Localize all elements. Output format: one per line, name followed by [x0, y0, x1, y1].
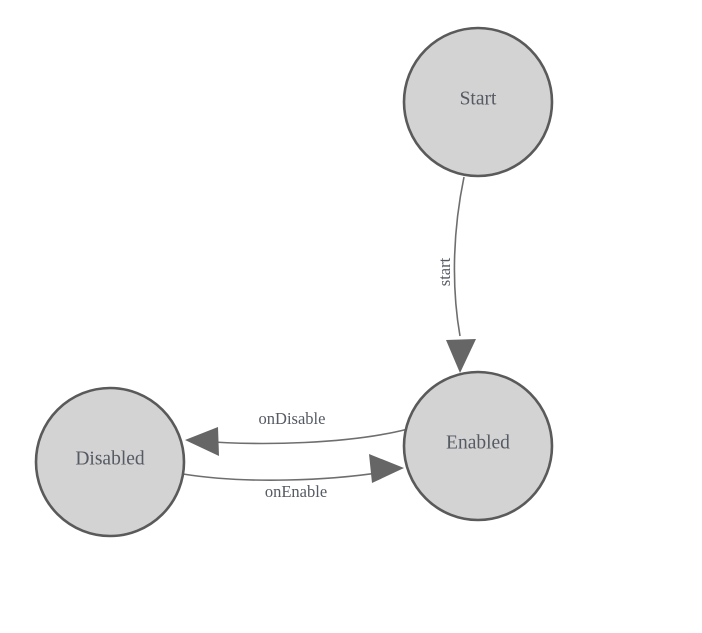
- node-label-disabled: Disabled: [75, 448, 145, 469]
- node-enabled[interactable]: Enabled: [402, 370, 554, 522]
- node-circle-disabled: [34, 386, 186, 538]
- node-disabled[interactable]: Disabled: [34, 386, 186, 538]
- node-label-enabled: Enabled: [446, 432, 510, 453]
- edge-group-start[interactable]: start: [435, 176, 476, 373]
- arrowhead-icon-start: [446, 339, 476, 373]
- edge-label-onenable: onEnable: [265, 482, 327, 501]
- edge-path-onenable: [182, 470, 391, 481]
- arrowhead-icon-onenable: [369, 454, 404, 483]
- edge-label-ondisable: onDisable: [259, 409, 326, 428]
- node-circle-enabled: [402, 370, 554, 522]
- edge-group-onenable[interactable]: onEnable: [182, 454, 404, 501]
- node-circle-start: [402, 26, 554, 178]
- edge-path-start: [453, 176, 465, 337]
- arrowhead-icon-ondisable: [185, 427, 219, 456]
- edge-path-ondisable: [199, 428, 409, 445]
- node-start[interactable]: Start: [402, 26, 554, 178]
- node-label-start: Start: [460, 88, 497, 109]
- edge-label-start: start: [435, 257, 454, 286]
- edge-group-ondisable[interactable]: onDisable: [185, 409, 409, 456]
